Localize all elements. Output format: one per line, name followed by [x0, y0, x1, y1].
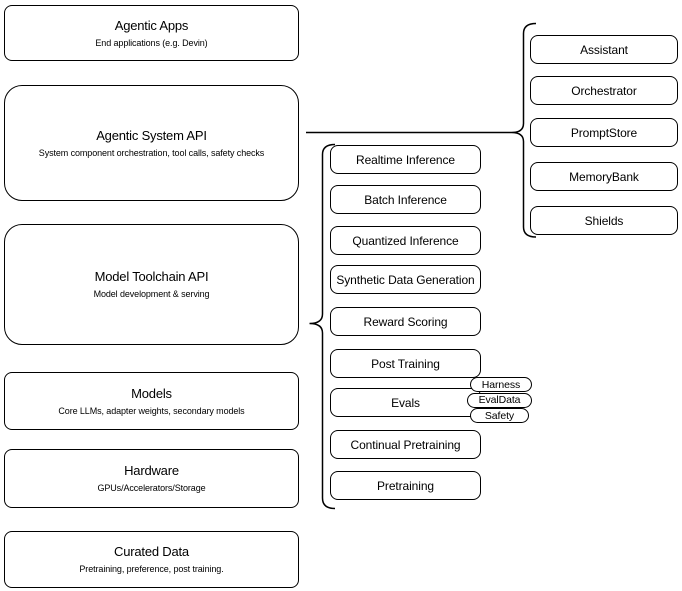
node-assistant: Assistant [530, 35, 678, 64]
node-quantized-inference: Quantized Inference [330, 226, 481, 255]
node-reward-scoring: Reward Scoring [330, 307, 481, 336]
node-model-toolchain-api: Model Toolchain API Model development & … [4, 224, 299, 345]
node-shields: Shields [530, 206, 678, 235]
node-continual-pretraining: Continual Pretraining [330, 430, 481, 459]
node-pretraining: Pretraining [330, 471, 481, 500]
node-orchestrator: Orchestrator [530, 76, 678, 105]
node-hardware: Hardware GPUs/Accelerators/Storage [4, 449, 299, 508]
node-title: Models [131, 385, 172, 401]
tag-safety: Safety [470, 408, 529, 423]
node-batch-inference: Batch Inference [330, 185, 481, 214]
node-curated-data: Curated Data Pretraining, preference, po… [4, 531, 299, 588]
node-title: Curated Data [114, 544, 189, 559]
node-title: Model Toolchain API [94, 269, 209, 284]
node-subtitle: Core LLMs, adapter weights, secondary mo… [58, 405, 245, 416]
node-post-training: Post Training [330, 349, 481, 378]
node-subtitle: GPUs/Accelerators/Storage [97, 483, 206, 493]
tag-harness: Harness [470, 377, 532, 392]
node-realtime-inference: Realtime Inference [330, 145, 481, 174]
node-subtitle: System component orchestration, tool cal… [38, 147, 265, 158]
node-models: Models Core LLMs, adapter weights, secon… [4, 372, 299, 430]
node-evals: Evals [330, 388, 481, 417]
node-agentic-system-api: Agentic System API System component orch… [4, 85, 299, 201]
node-promptstore: PromptStore [530, 118, 678, 147]
tag-evaldata: EvalData [467, 392, 532, 408]
node-title: Agentic System API [96, 127, 207, 143]
node-agentic-apps: Agentic Apps End applications (e.g. Devi… [4, 5, 299, 61]
node-subtitle: End applications (e.g. Devin) [95, 37, 208, 48]
node-subtitle: Pretraining, preference, post training. [79, 564, 224, 574]
node-title: Agentic Apps [114, 17, 189, 33]
node-synthetic-data-generation: Synthetic Data Generation [330, 265, 481, 294]
node-memorybank: MemoryBank [530, 162, 678, 191]
node-title: Hardware [124, 463, 179, 478]
node-subtitle: Model development & serving [93, 289, 210, 299]
